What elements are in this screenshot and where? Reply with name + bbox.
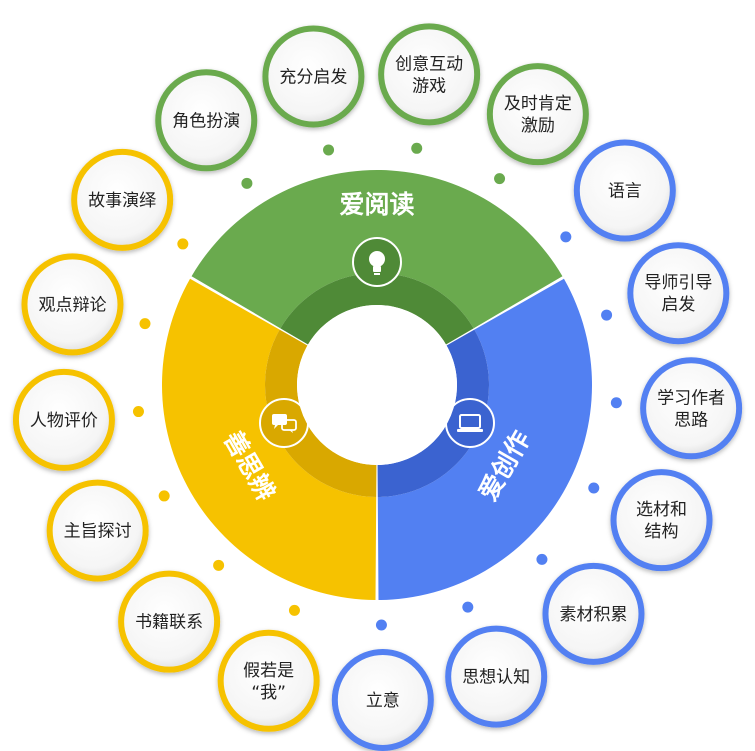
bubble: 人物评价	[12, 368, 115, 471]
bubble: 书籍联系	[118, 570, 221, 673]
bubble: 素材积累	[542, 562, 645, 665]
connector-dot	[560, 231, 572, 243]
inner-ring	[265, 273, 490, 497]
bubble-circle	[46, 479, 149, 582]
connector-dot	[241, 177, 253, 189]
bubble: 立意	[331, 648, 434, 751]
bubble-circle	[378, 23, 481, 126]
bubble-label: 立意	[366, 691, 400, 711]
bubble-circle	[262, 25, 365, 128]
bubble-label: 角色扮演	[172, 111, 240, 131]
inner-segment-read	[280, 273, 474, 345]
bubble-label: 思想认知	[462, 668, 530, 688]
bubble-circle	[610, 469, 713, 572]
bubble-label: 学习作者思路	[657, 388, 725, 430]
connector-dot	[375, 619, 387, 631]
connector-dot	[411, 142, 423, 154]
bubble: 角色扮演	[155, 69, 258, 172]
bubble-label: 导师引导启发	[644, 273, 712, 315]
bubble-label: 故事演绎	[88, 191, 156, 211]
connector-dot	[536, 553, 548, 565]
bubble: 导师引导启发	[627, 242, 730, 345]
connector-dot	[288, 604, 300, 616]
bubble: 创意互动游戏	[378, 23, 481, 126]
icon-tab-read	[352, 237, 402, 287]
bubble-circle	[217, 629, 320, 732]
bubble-label: 书籍联系	[135, 613, 203, 633]
bubble-label: 及时肯定激励	[504, 94, 572, 136]
bubble-label: 主旨探讨	[64, 522, 132, 542]
connector-dot	[588, 482, 600, 494]
connector-dot	[132, 406, 144, 418]
bubble-label: 观点辩论	[38, 295, 106, 315]
connector-dots	[132, 142, 622, 631]
bubble-circle	[71, 148, 174, 251]
bubble: 语言	[573, 139, 676, 242]
bubble: 充分启发	[262, 25, 365, 128]
inner-segment-think	[265, 329, 377, 497]
connector-dot	[494, 173, 506, 185]
bubble-label: 素材积累	[559, 605, 627, 625]
connector-dot	[213, 559, 225, 571]
bubble: 主旨探讨	[46, 479, 149, 582]
bubble-label: 人物评价	[30, 411, 98, 431]
connector-dot	[177, 238, 189, 250]
chat-bubbles-icon	[272, 414, 297, 433]
laptop-icon	[457, 414, 483, 432]
bubble-circle	[21, 253, 124, 356]
lightbulb-icon	[369, 251, 385, 275]
bubble-circle	[331, 648, 434, 751]
center-circle	[297, 305, 457, 465]
connector-dot	[139, 318, 151, 330]
bubble-circle	[486, 63, 589, 166]
bubble-ring: 故事演绎 角色扮演 充分启发 创意互动游戏及时肯定激励语言导师引导启发学习作者思路选材…	[12, 23, 743, 751]
bubble: 学习作者思路	[640, 357, 743, 460]
connector-dot	[158, 490, 170, 502]
connector-dot	[462, 601, 474, 613]
bubble-circle	[155, 69, 258, 172]
bubble-circle	[12, 368, 115, 471]
bubble: 及时肯定激励	[486, 63, 589, 166]
bubble-label: 假若是“我”	[243, 661, 294, 703]
bubble: 思想认知	[445, 625, 548, 728]
bubble-label: 创意互动游戏	[395, 54, 463, 96]
bubble: 选材和结构	[610, 469, 713, 572]
bubble: 故事演绎	[71, 148, 174, 251]
connector-dot	[601, 309, 613, 321]
bubble-circle	[627, 242, 730, 345]
icon-tab-think	[259, 398, 309, 448]
bubble-circle	[118, 570, 221, 673]
bubble-circle	[445, 625, 548, 728]
inner-segment-create	[377, 329, 490, 497]
bubble-circle	[573, 139, 676, 242]
bubble-label: 选材和结构	[636, 500, 687, 542]
bubble-label: 语言	[608, 182, 642, 202]
connector-dot	[323, 144, 335, 156]
bubble-circle	[640, 357, 743, 460]
bubble-circle	[542, 562, 645, 665]
connector-dot	[610, 397, 622, 409]
bubble-label: 充分启发	[279, 67, 347, 87]
segment-label-read: 爱阅读	[339, 190, 414, 219]
bubble: 观点辩论	[21, 253, 124, 356]
bubble: 假若是“我”	[217, 629, 320, 732]
